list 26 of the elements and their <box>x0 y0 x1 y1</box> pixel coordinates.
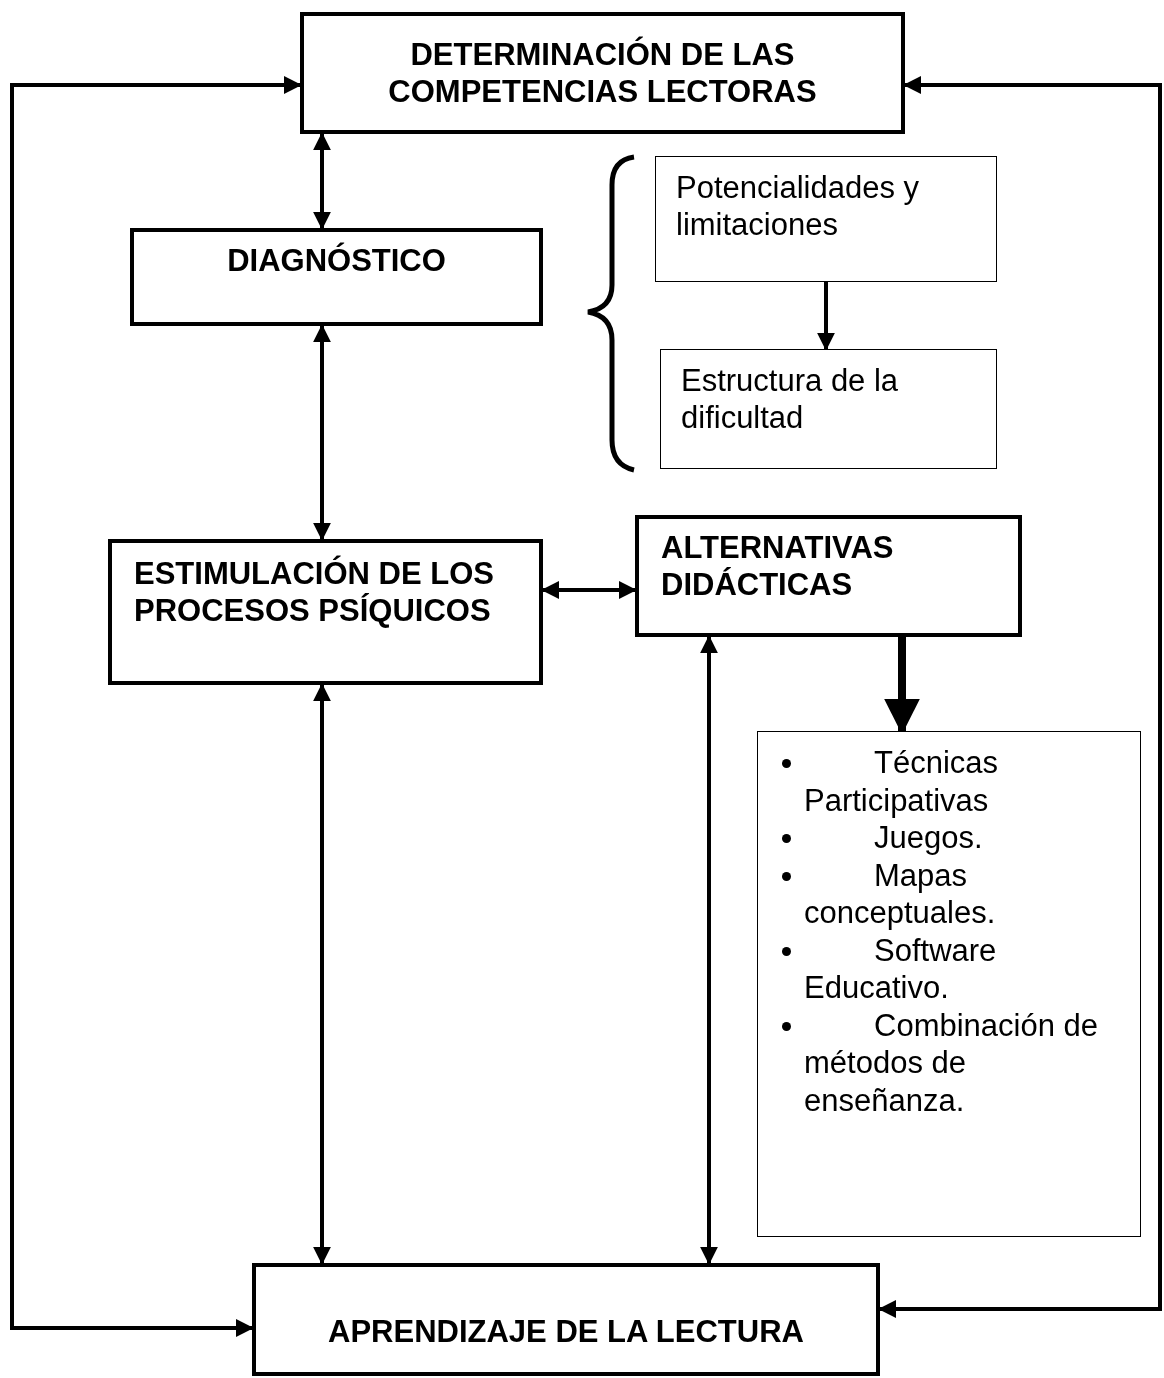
box-label: ALTERNATIVAS DIDÁCTICAS <box>661 529 895 603</box>
arrow <box>10 76 302 1337</box>
list-item: Combinación de métodos de enseñanza. <box>804 1006 1100 1119</box>
box-label: Estructura de la dificultad <box>681 362 900 436</box>
process-box <box>655 156 997 282</box>
box-label: DETERMINACIÓN DE LAS COMPETENCIAS LECTORAS <box>387 36 818 110</box>
arrow <box>313 132 331 230</box>
list-item: Técnicas Participativas <box>804 744 1000 819</box>
arrow <box>313 683 331 1265</box>
process-box <box>635 515 1022 637</box>
box-label: DIAGNÓSTICO <box>226 242 447 279</box>
process-box <box>660 349 997 469</box>
box-label: Potencialidades y limitaciones <box>676 169 920 243</box>
process-box <box>108 539 543 685</box>
list-item: Juegos. <box>873 819 984 857</box>
arrow <box>817 282 835 351</box>
box-label: ESTIMULACIÓN DE LOS PROCESOS PSÍQUICOS <box>134 555 495 629</box>
process-box <box>300 12 905 134</box>
list-item: Software Educativo. <box>804 931 998 1007</box>
process-box <box>130 228 543 326</box>
arrow <box>700 635 718 1265</box>
box-label: APRENDIZAJE DE LA LECTURA <box>327 1313 805 1350</box>
process-box <box>252 1263 880 1376</box>
list-box <box>757 731 1141 1237</box>
list-item: Mapas conceptuales. <box>804 856 997 932</box>
arrow <box>313 324 331 541</box>
